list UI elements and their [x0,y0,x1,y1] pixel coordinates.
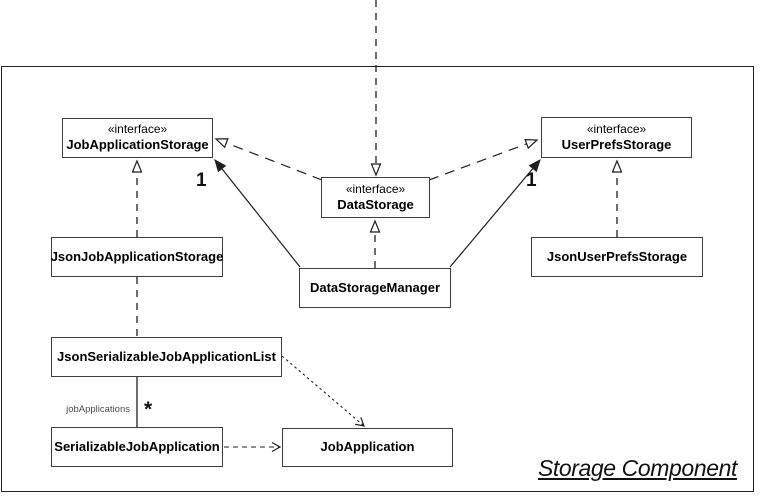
uml-node-job-application: JobApplication [282,428,453,467]
stereotype-label: «interface» [345,181,406,196]
edge-manager-to-jobapplicationstorage-association [214,158,301,268]
node-name: UserPrefsStorage [561,136,672,152]
uml-node-user-prefs-storage: «interface» UserPrefsStorage [541,117,692,158]
stereotype-label: «interface» [586,121,647,136]
edge-list-to-jobapplication-dependency [281,355,365,427]
node-name: SerializableJobApplication [54,438,220,454]
multiplicity-label-left: 1 [196,170,207,191]
multiplicity-label-star: * [144,398,153,421]
edge-datastorage-to-userprefsstorage-extension [428,138,539,181]
node-name: DataStorageManager [309,279,441,295]
role-label-job-applications: jobApplications [66,404,130,415]
uml-node-serializable-job-application: SerializableJobApplication [51,427,223,467]
edge-manager-to-userprefsstorage-association [449,158,541,268]
edge-datastorage-to-jobapplicationstorage-extension [214,138,323,181]
uml-node-json-job-application-storage: JsonJobApplicationStorage [51,237,223,277]
node-name: JobApplicationStorage [66,137,209,153]
component-title: Storage Component [537,455,737,481]
uml-node-json-serializable-job-application-list: JsonSerializableJobApplicationList [51,337,282,377]
uml-node-data-storage-manager: DataStorageManager [299,268,451,308]
uml-node-job-application-storage: «interface» JobApplicationStorage [62,118,213,158]
stereotype-label: «interface» [107,122,168,137]
uml-node-json-user-prefs-storage: JsonUserPrefsStorage [531,237,703,277]
node-name: JsonUserPrefsStorage [546,248,688,264]
multiplicity-label-right: 1 [526,170,537,191]
component-boundary [1,66,754,492]
node-name: DataStorage [337,196,414,212]
uml-node-data-storage: «interface» DataStorage [321,177,430,218]
node-name: JsonSerializableJobApplicationList [57,348,276,364]
node-name: JsonJobApplicationStorage [50,248,224,264]
node-name: JobApplication [320,439,415,455]
